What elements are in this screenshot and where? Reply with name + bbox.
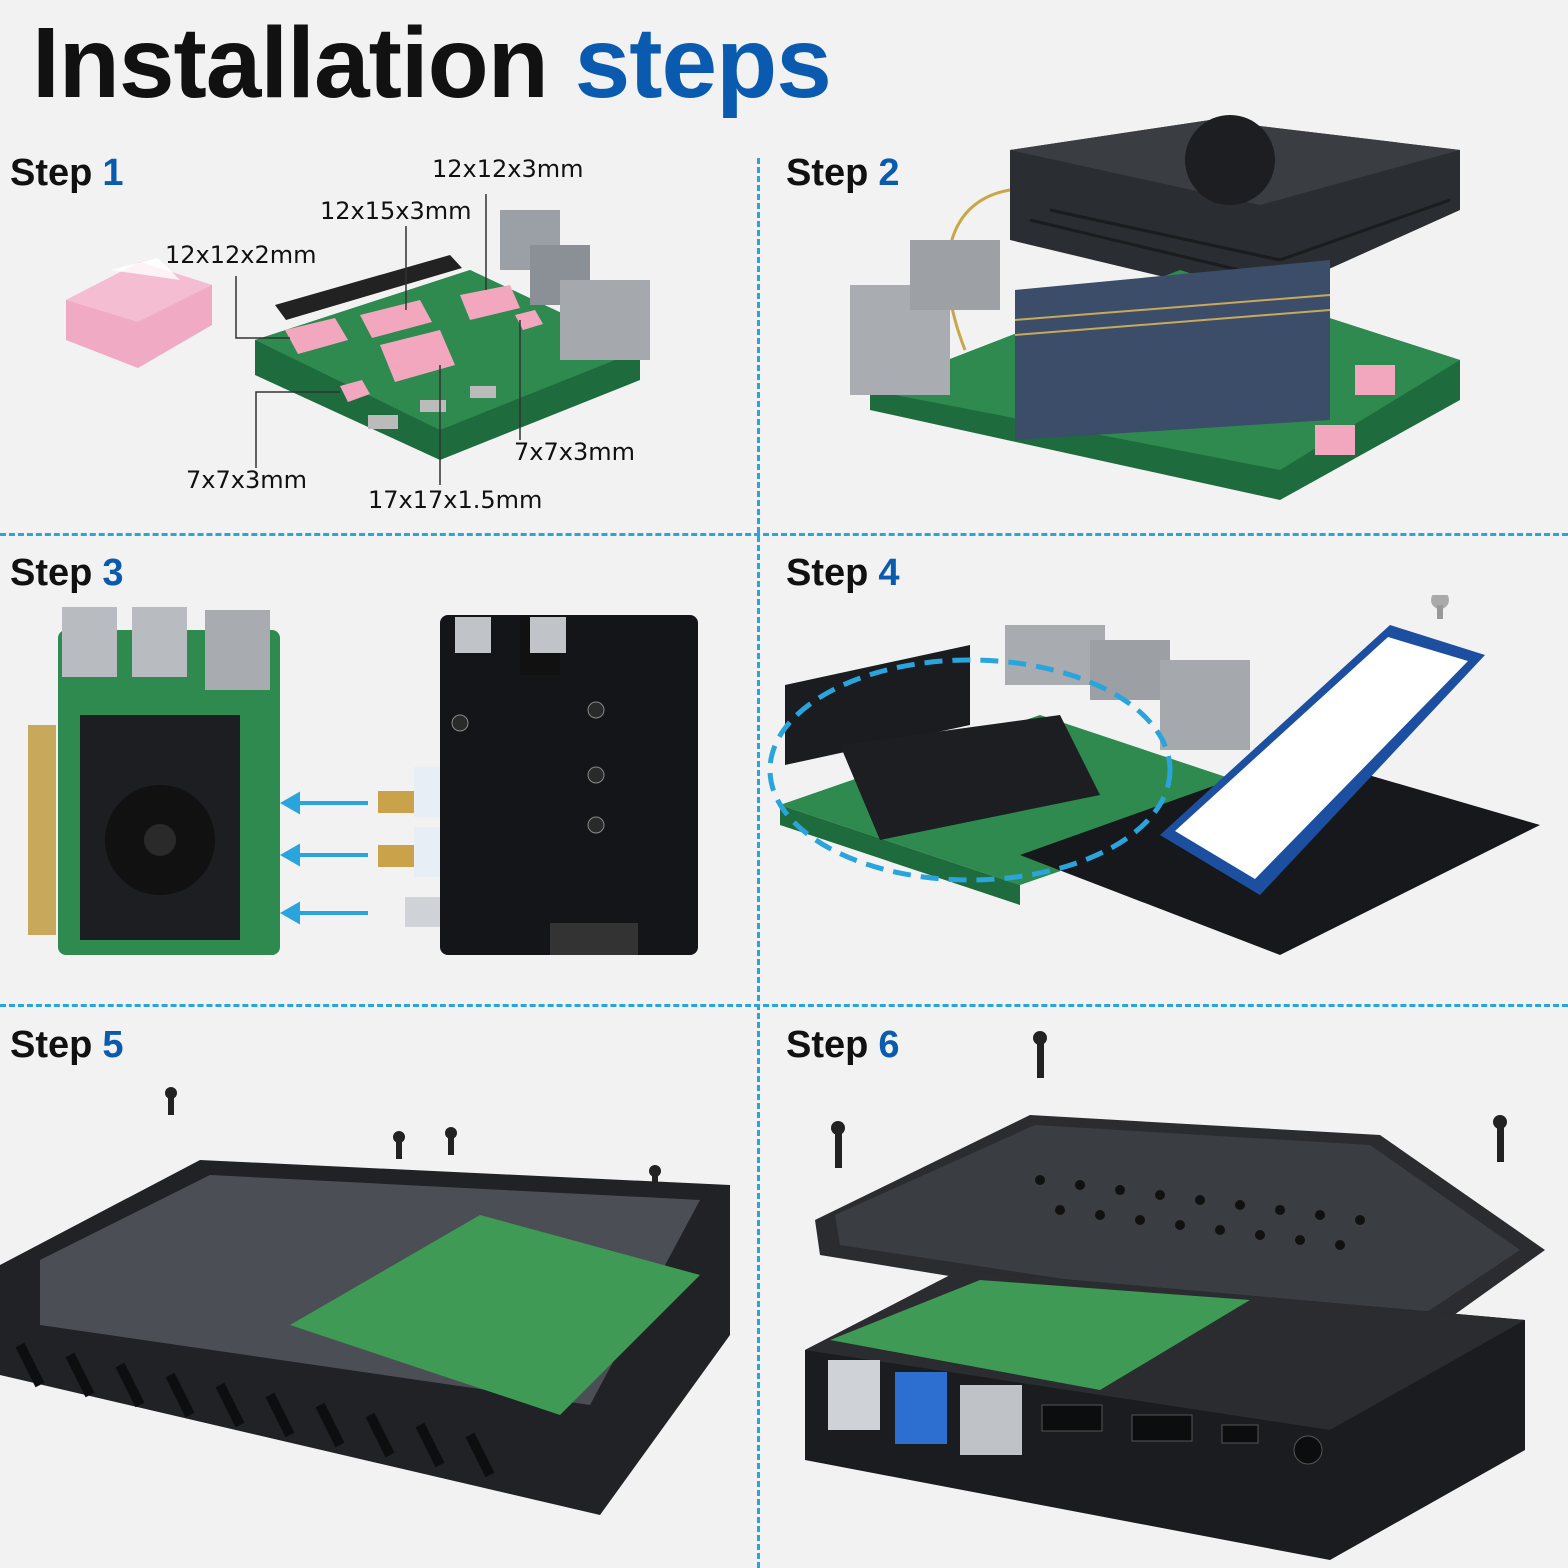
- step-5-illustration: [0, 1087, 730, 1515]
- highlight-ellipse: [767, 657, 1173, 883]
- ethernet-port-icon: [1160, 660, 1250, 750]
- page-title: Installation steps: [32, 6, 832, 121]
- gpio-header-icon: [28, 725, 56, 935]
- usb-port-icon: [828, 1360, 880, 1430]
- case-lid-icon: [815, 1115, 1545, 1350]
- pad-label-12x15x3: 12x15x3mm: [320, 197, 472, 225]
- step-4-illustration: [767, 595, 1540, 955]
- heatsink-fan-icon: [840, 715, 1100, 840]
- pad-label-7x7x3-left: 7x7x3mm: [186, 466, 307, 494]
- title-word-1: Installation: [32, 7, 549, 119]
- pad-label-12x12x3: 12x12x3mm: [432, 155, 584, 183]
- gpio-extender-icon: [1015, 260, 1330, 440]
- power-button-icon: [1293, 1435, 1323, 1465]
- raspberry-pi-board-icon: [28, 607, 280, 955]
- raspberry-pi-board-icon: [290, 1215, 700, 1415]
- raspberry-pi-board-icon: [850, 240, 1460, 500]
- ethernet-port-icon: [560, 280, 650, 360]
- raspberry-pi-board-icon: [830, 1280, 1250, 1390]
- vertical-separator: [757, 158, 760, 1568]
- nvme-ssd-icon: [1160, 625, 1485, 895]
- pad-17x17x1.5-icon: [380, 330, 455, 382]
- raspberry-pi-board-icon: [255, 210, 650, 460]
- usb-port-icon: [62, 607, 117, 677]
- step-6-illustration: [805, 1031, 1545, 1560]
- pad-7x7x3-left-icon: [340, 380, 370, 402]
- arrow-icons: [279, 791, 368, 925]
- thermal-pad-sheet-icon: [66, 258, 212, 368]
- ethernet-port-icon: [205, 610, 270, 690]
- usb-port-icon: [1005, 625, 1105, 685]
- title-word-2: steps: [574, 7, 832, 119]
- ethernet-port-icon: [960, 1385, 1022, 1455]
- heatsink-fan-icon: [946, 115, 1460, 351]
- pad-12x12x2-icon: [285, 318, 348, 354]
- horizontal-separator-1: [0, 533, 1568, 536]
- step-1-illustration: [66, 194, 650, 485]
- screw-icon: [1431, 595, 1449, 619]
- pad-label-7x7x3-right: 7x7x3mm: [514, 438, 635, 466]
- pad-12x15x3-icon: [360, 300, 432, 338]
- pad-label-12x12x2: 12x12x2mm: [165, 241, 317, 269]
- case-icon: [805, 1270, 1525, 1560]
- pcie-adapter-board-icon: [440, 615, 698, 955]
- step-2-illustration: [850, 115, 1460, 500]
- raspberry-pi-board-icon: [780, 625, 1280, 905]
- horizontal-separator-2: [0, 1004, 1568, 1007]
- pad-label-17x17x1.5: 17x17x1.5mm: [368, 486, 543, 514]
- step-3-illustration: [28, 607, 698, 955]
- pad-7x7x3-right-icon: [515, 310, 543, 330]
- pad-12x12x3-icon: [460, 285, 520, 320]
